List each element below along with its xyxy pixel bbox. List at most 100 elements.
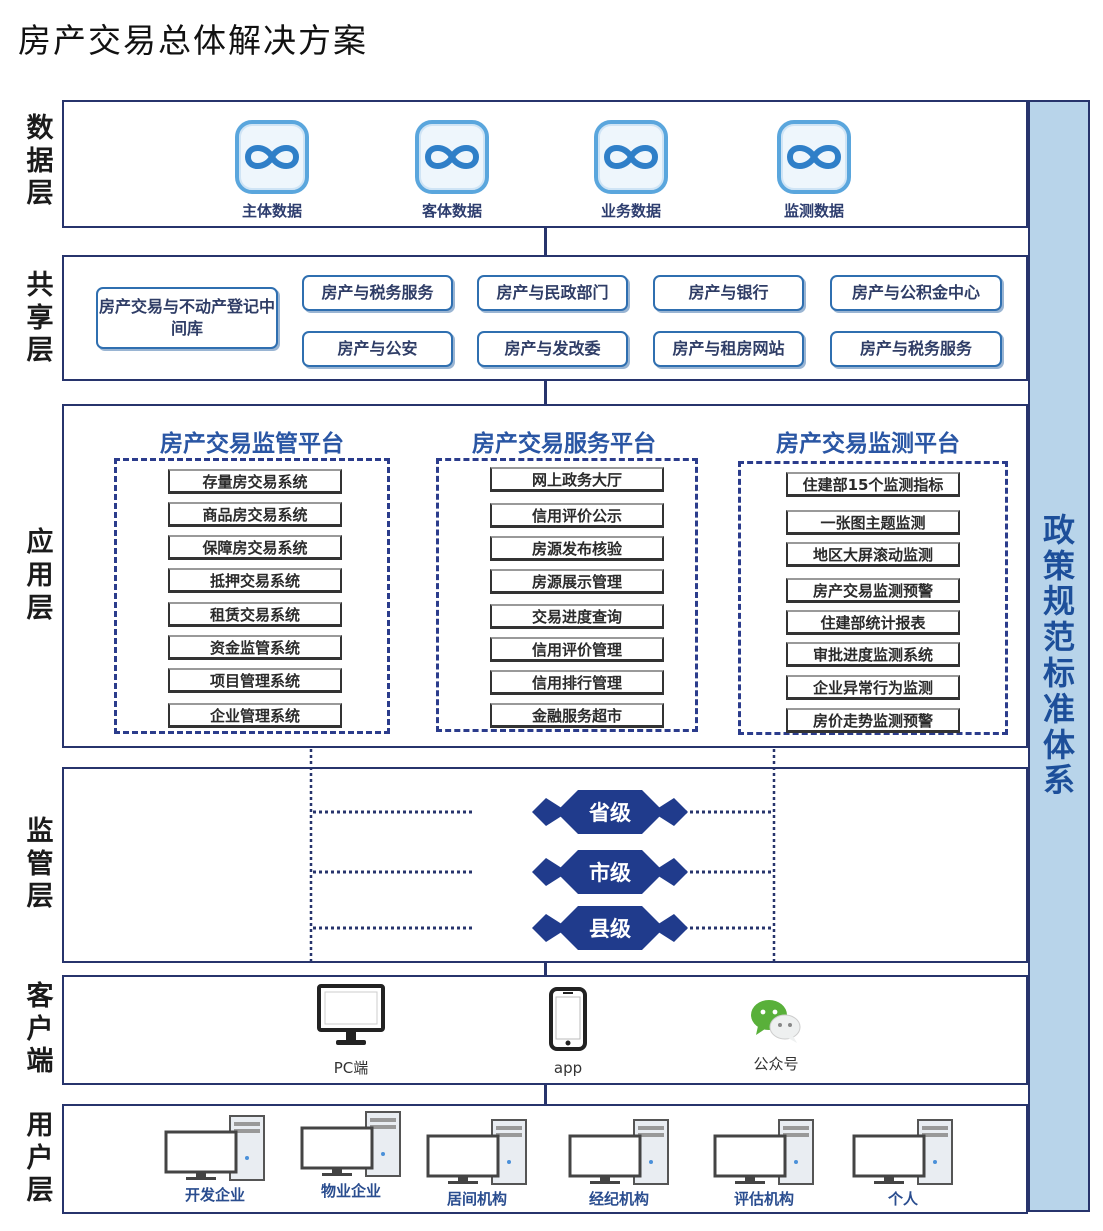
share-item: 房产与租房网站 — [653, 331, 804, 367]
layer-label-char: 用 — [26, 560, 54, 592]
layer-label-char: 户 — [26, 1013, 54, 1045]
system-item: 信用排行管理 — [490, 670, 664, 695]
system-item: 房源发布核验 — [490, 536, 664, 561]
client-app: app — [530, 987, 606, 1077]
page-title: 房产交易总体解决方案 — [18, 21, 368, 60]
layer-label-char: 层 — [26, 335, 54, 367]
level-diamond-county: 县级 — [532, 906, 688, 950]
infinity-cloud-icon — [777, 120, 851, 194]
system-item: 住建部统计报表 — [786, 610, 960, 635]
level-label: 省级 — [589, 801, 631, 825]
share-item: 房产与民政部门 — [477, 275, 628, 311]
data-label: 监测数据 — [783, 202, 844, 220]
infinity-cloud-icon — [415, 120, 489, 194]
user-item: 评估机构 — [709, 1118, 819, 1208]
data-item: 监测数据 — [754, 120, 874, 221]
layer-label-char: 数 — [26, 112, 54, 144]
system-item: 企业异常行为监测 — [786, 675, 960, 700]
client-label: PC端 — [333, 1059, 369, 1077]
level-label: 市级 — [589, 861, 631, 885]
system-item: 商品房交易系统 — [168, 502, 342, 527]
layer-label-app: 应用层 — [22, 405, 58, 748]
infinity-cloud-icon — [594, 120, 668, 194]
share-item: 房产与税务服务 — [302, 275, 453, 311]
supervise-layer: 省级 市级 县级 — [62, 749, 1028, 963]
layer-label-char: 应 — [26, 527, 54, 559]
policy-char: 标 — [1042, 654, 1075, 692]
connector-line — [544, 380, 547, 406]
system-item: 交易进度查询 — [490, 604, 664, 629]
system-item: 项目管理系统 — [168, 668, 342, 693]
data-label: 业务数据 — [600, 202, 661, 220]
system-item: 审批进度监测系统 — [786, 642, 960, 667]
system-item: 企业管理系统 — [168, 703, 342, 728]
workstation-icon — [852, 1119, 953, 1185]
workstation-icon — [426, 1119, 527, 1185]
policy-char: 系 — [1042, 761, 1075, 800]
wechat-icon — [751, 1000, 801, 1043]
layer-label-char: 监 — [26, 815, 54, 847]
system-item: 房价走势监测预警 — [786, 708, 960, 733]
system-item: 金融服务超市 — [490, 703, 664, 728]
system-item: 抵押交易系统 — [168, 568, 342, 593]
policy-char: 规 — [1042, 582, 1075, 621]
workstation-icon — [568, 1119, 669, 1185]
platform-title: 房产交易监测平台 — [776, 431, 960, 457]
system-item: 存量房交易系统 — [168, 469, 342, 494]
system-item: 信用评价公示 — [490, 503, 664, 528]
platform-title: 房产交易服务平台 — [472, 431, 656, 457]
client-label: app — [553, 1059, 583, 1077]
user-label: 物业企业 — [320, 1182, 381, 1200]
share-item: 房产与发改委 — [477, 331, 628, 367]
system-item: 网上政务大厅 — [490, 467, 664, 492]
platform-frame-service: 网上政务大厅 信用评价公示 房源发布核验 房源展示管理 交易进度查询 信用评价管… — [436, 458, 698, 732]
desktop-monitor-icon — [317, 984, 385, 1045]
data-item: 主体数据 — [212, 120, 332, 221]
layer-label-data: 数据层 — [22, 103, 58, 221]
connector-line — [544, 962, 547, 976]
level-diamond-city: 市级 — [532, 850, 688, 894]
app-layer: 房产交易监管平台 房产交易服务平台 房产交易监测平台 存量房交易系统 商品房交易… — [62, 404, 1028, 748]
data-label: 客体数据 — [421, 202, 482, 220]
workstation-icon — [713, 1119, 814, 1185]
system-item: 地区大屏滚动监测 — [786, 542, 960, 567]
workstation-icon — [300, 1111, 401, 1177]
layer-label-char: 层 — [26, 178, 54, 210]
client-layer: PC端 app 公众号 — [62, 975, 1028, 1085]
user-item: 物业企业 — [296, 1110, 406, 1200]
share-layer: 房产交易与不动产登记中间库 房产与税务服务 房产与民政部门 房产与银行 房产与公… — [62, 255, 1028, 381]
user-label: 个人 — [887, 1190, 918, 1208]
layer-label-user: 用户层 — [22, 1104, 58, 1214]
client-official-account: 公众号 — [736, 995, 816, 1074]
system-item: 住建部15个监测指标 — [786, 472, 960, 497]
user-item: 经纪机构 — [564, 1118, 674, 1208]
share-item: 房产与公积金中心 — [830, 275, 1002, 311]
connector-line — [544, 228, 547, 256]
layer-label-char: 享 — [26, 302, 54, 334]
system-item: 保障房交易系统 — [168, 535, 342, 560]
infinity-cloud-icon — [235, 120, 309, 194]
layer-label-char: 用 — [26, 1109, 54, 1141]
layer-label-char: 端 — [26, 1046, 54, 1078]
layer-label-char: 共 — [26, 269, 54, 301]
system-item: 资金监管系统 — [168, 635, 342, 660]
layer-label-char: 客 — [26, 980, 54, 1012]
smartphone-icon — [549, 987, 587, 1051]
layer-label-share: 共享层 — [22, 258, 58, 380]
user-layer: 开发企业 物业企业 居间机构 经纪机构 — [62, 1104, 1028, 1214]
workstation-icon — [164, 1115, 265, 1181]
share-item: 房产与税务服务 — [830, 331, 1002, 367]
user-label: 评估机构 — [733, 1190, 794, 1208]
data-label: 主体数据 — [241, 202, 302, 220]
policy-standards-column: 政策规范标准体系 — [1028, 100, 1090, 1212]
system-item: 房产交易监测预警 — [786, 578, 960, 603]
system-item: 租赁交易系统 — [168, 602, 342, 627]
platform-title: 房产交易监管平台 — [160, 431, 344, 457]
platform-frame-supervise: 存量房交易系统 商品房交易系统 保障房交易系统 抵押交易系统 租赁交易系统 资金… — [114, 458, 390, 734]
layer-label-char: 层 — [26, 1175, 54, 1207]
share-item: 房产与公安 — [302, 331, 453, 367]
layer-label-client: 客户端 — [22, 975, 58, 1085]
policy-char: 政 — [1042, 510, 1075, 549]
layer-label-char: 层 — [26, 881, 54, 913]
system-item: 房源展示管理 — [490, 569, 664, 594]
